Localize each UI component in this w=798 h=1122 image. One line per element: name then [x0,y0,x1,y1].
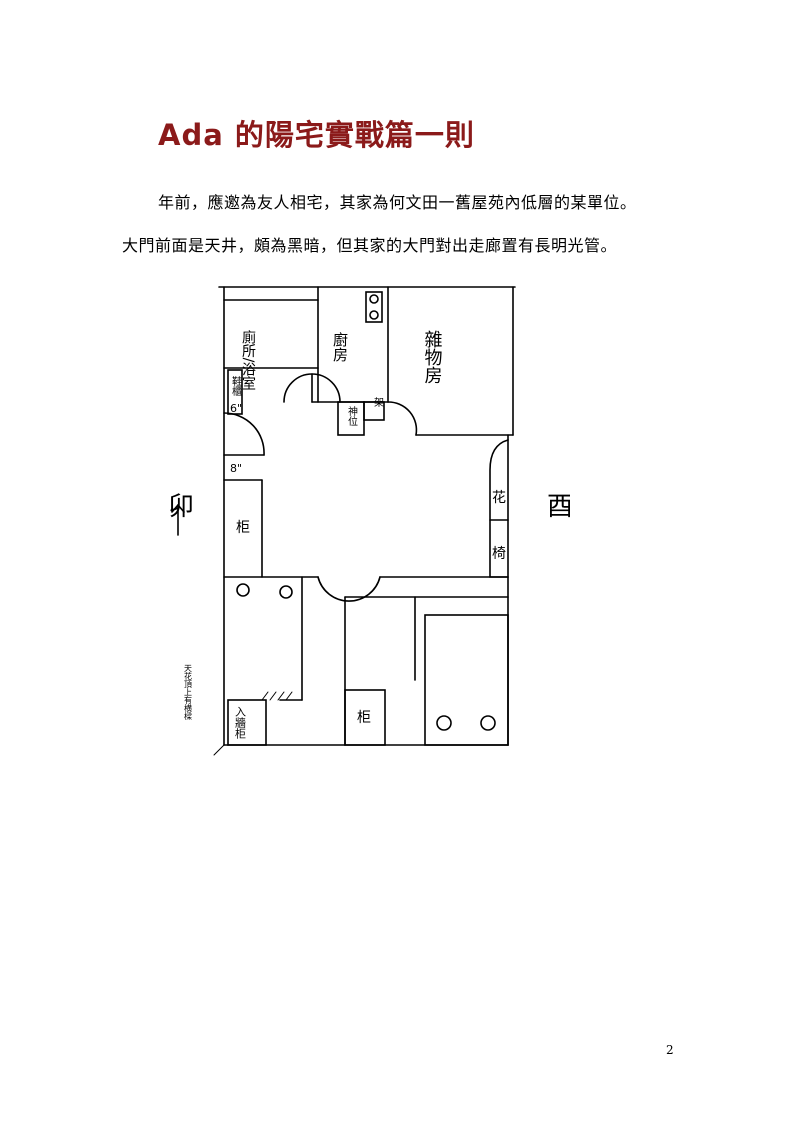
dimension-6: 6" [230,402,242,415]
entrance-cabinet-label: 入牆柜 [234,706,247,740]
entrance-cabinet-box [227,699,267,746]
fixture [436,715,452,731]
door-arc [223,412,265,456]
west-direction-label: 酉 [547,492,570,522]
toilet-label: 廁所/浴室 [240,329,256,390]
door-arc [317,576,381,602]
kitchen-label: 廚房 [331,331,349,362]
stove [365,291,383,323]
shoe-cabinet-label: 鞋櫃 [230,375,242,397]
beam-note-label: 天花頂上有横樑 [184,664,193,721]
stove-burner [369,294,379,304]
wardrobe-label-1: 柜 [236,520,250,536]
dimension-8: 8" [230,462,242,475]
fixture [279,585,293,599]
flower-alcove [489,439,509,578]
document-title: Ada 的陽宅實戰篇一則 [158,118,475,152]
storage-label: 雜物房 [422,330,443,384]
shelf-label: 架 [374,397,384,409]
east-direction-label: 卯 [168,492,194,522]
shelf-box [363,401,385,421]
wardrobe-label-2: 柜 [357,710,371,726]
fixture [480,715,496,731]
page-number: 2 [666,1043,674,1057]
stove-burner [369,310,379,320]
altar-label: 神位 [346,405,358,426]
wardrobe-box [344,689,386,746]
fixture [236,583,250,597]
chair-label: 椅 [492,546,506,562]
door-arc [387,401,418,436]
floor-plan: 廁所/浴室 廚房 雜物房 鞋櫃 神位 架 6" 8" 柜 花 椅 柜 入牆柜 天… [150,280,573,764]
bathroom-area [424,614,509,746]
flower-label: 花 [492,490,506,506]
paragraph-2: 大門前面是天井，頗為黑暗，但其家的大門對出走廊置有長明光管。 [122,236,618,255]
paragraph-1: 年前，應邀為友人相宅，其家為何文田一舊屋苑內低層的某單位。 [158,193,637,212]
